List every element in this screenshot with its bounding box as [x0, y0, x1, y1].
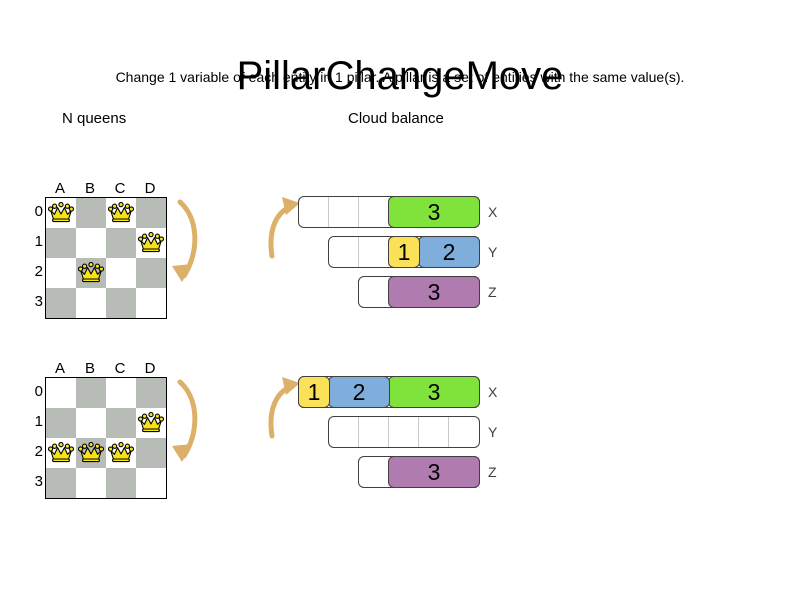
bar-empty-cell	[389, 417, 419, 447]
board-cell-D0[interactable]	[136, 378, 166, 408]
board-column-label: A	[54, 360, 65, 377]
board-cell-D1[interactable]	[136, 408, 166, 438]
board-cell-B1[interactable]	[76, 408, 106, 438]
board-cell-B2[interactable]	[76, 258, 106, 288]
queen-icon	[138, 412, 164, 433]
process-block[interactable]: 2	[328, 376, 390, 408]
board-cell-B0[interactable]	[76, 378, 106, 408]
process-block[interactable]: 1	[298, 376, 330, 408]
board-cell-B2[interactable]	[76, 438, 106, 468]
queen-icon	[78, 442, 104, 463]
board-column-labels: A B C D	[45, 360, 165, 377]
transition-arrow-cloud-after	[268, 377, 300, 439]
transition-arrow-board-after	[172, 379, 198, 462]
board-cell-A0[interactable]	[46, 198, 76, 228]
bar-empty-cell	[329, 237, 359, 267]
bar-empty-cell	[329, 197, 359, 227]
board-cell-C1[interactable]	[106, 228, 136, 258]
section-heading-cloud: Cloud balance	[348, 110, 444, 127]
queen-icon	[108, 202, 134, 223]
board-cell-D3[interactable]	[136, 288, 166, 318]
queen-icon	[78, 262, 104, 283]
board-column-label: B	[84, 180, 95, 197]
bar-empty-cell	[359, 277, 389, 307]
board-column-label: A	[54, 180, 65, 197]
board-row-labels: 0 1 2 3	[30, 377, 45, 497]
queen-icon	[48, 202, 74, 223]
board-cell-B3[interactable]	[76, 288, 106, 318]
board-cell-C0[interactable]	[106, 198, 136, 228]
board-cell-C3[interactable]	[106, 288, 136, 318]
board-row-label: 0	[34, 203, 43, 220]
board-column-label: C	[114, 360, 126, 377]
board-row-label: 2	[34, 443, 43, 460]
board-row-label: 1	[34, 233, 43, 250]
board-cell-C0[interactable]	[106, 378, 136, 408]
board-cell-B0[interactable]	[76, 198, 106, 228]
board-column-label: B	[84, 360, 95, 377]
section-heading-nqueens: N queens	[62, 110, 127, 127]
chessboard	[45, 197, 167, 319]
board-cell-B3[interactable]	[76, 468, 106, 498]
board-cell-C1[interactable]	[106, 408, 136, 438]
queen-icon	[108, 442, 134, 463]
page-subtitle: Change 1 variable of each entity in 1 pi…	[115, 69, 685, 85]
bar-empty-cell	[359, 197, 389, 227]
cloud-row-label: Y	[488, 424, 498, 440]
transition-arrow-cloud-before	[268, 197, 300, 259]
bar-empty-cell	[419, 417, 449, 447]
board-cell-C3[interactable]	[106, 468, 136, 498]
cloud-row-label: X	[488, 204, 498, 220]
board-row-label: 0	[34, 383, 43, 400]
bar-empty-cell	[449, 417, 479, 447]
queen-icon	[138, 232, 164, 253]
board-row-label: 3	[34, 293, 43, 310]
board-cell-D1[interactable]	[136, 228, 166, 258]
board-column-label: C	[114, 180, 126, 197]
board-cell-A2[interactable]	[46, 438, 76, 468]
bar-empty-cell	[359, 417, 389, 447]
page-title: PillarChangeMove	[236, 53, 564, 98]
cloud-row-label: Z	[488, 464, 497, 480]
chessboard	[45, 377, 167, 499]
board-column-labels: A B C D	[45, 180, 165, 197]
board-cell-A1[interactable]	[46, 228, 76, 258]
cloud-row-label: Z	[488, 284, 497, 300]
bar-empty-cell	[299, 197, 329, 227]
board-row-label: 3	[34, 473, 43, 490]
computer-capacity-bar[interactable]	[328, 416, 480, 448]
bar-empty-cell	[329, 417, 359, 447]
board-cell-D2[interactable]	[136, 258, 166, 288]
board-cell-C2[interactable]	[106, 438, 136, 468]
bar-empty-cell	[359, 457, 389, 487]
process-block[interactable]: 3	[388, 196, 480, 228]
board-column-label: D	[144, 360, 156, 377]
board-row-labels: 0 1 2 3	[30, 197, 45, 317]
board-row-label: 2	[34, 263, 43, 280]
transition-arrow-board-before	[172, 199, 198, 282]
board-cell-D2[interactable]	[136, 438, 166, 468]
board-cell-C2[interactable]	[106, 258, 136, 288]
board-cell-A0[interactable]	[46, 378, 76, 408]
board-cell-A3[interactable]	[46, 468, 76, 498]
bar-empty-cell	[359, 237, 389, 267]
board-column-label: D	[144, 180, 156, 197]
process-block[interactable]: 3	[388, 456, 480, 488]
board-row-label: 1	[34, 413, 43, 430]
queen-icon	[48, 442, 74, 463]
board-cell-B1[interactable]	[76, 228, 106, 258]
cloud-row-label: X	[488, 384, 498, 400]
board-cell-A2[interactable]	[46, 258, 76, 288]
board-cell-A1[interactable]	[46, 408, 76, 438]
process-block[interactable]: 3	[388, 376, 480, 408]
process-block[interactable]: 2	[418, 236, 480, 268]
process-block[interactable]: 1	[388, 236, 420, 268]
cloud-row-label: Y	[488, 244, 498, 260]
board-cell-D0[interactable]	[136, 198, 166, 228]
board-cell-D3[interactable]	[136, 468, 166, 498]
process-block[interactable]: 3	[388, 276, 480, 308]
board-cell-A3[interactable]	[46, 288, 76, 318]
